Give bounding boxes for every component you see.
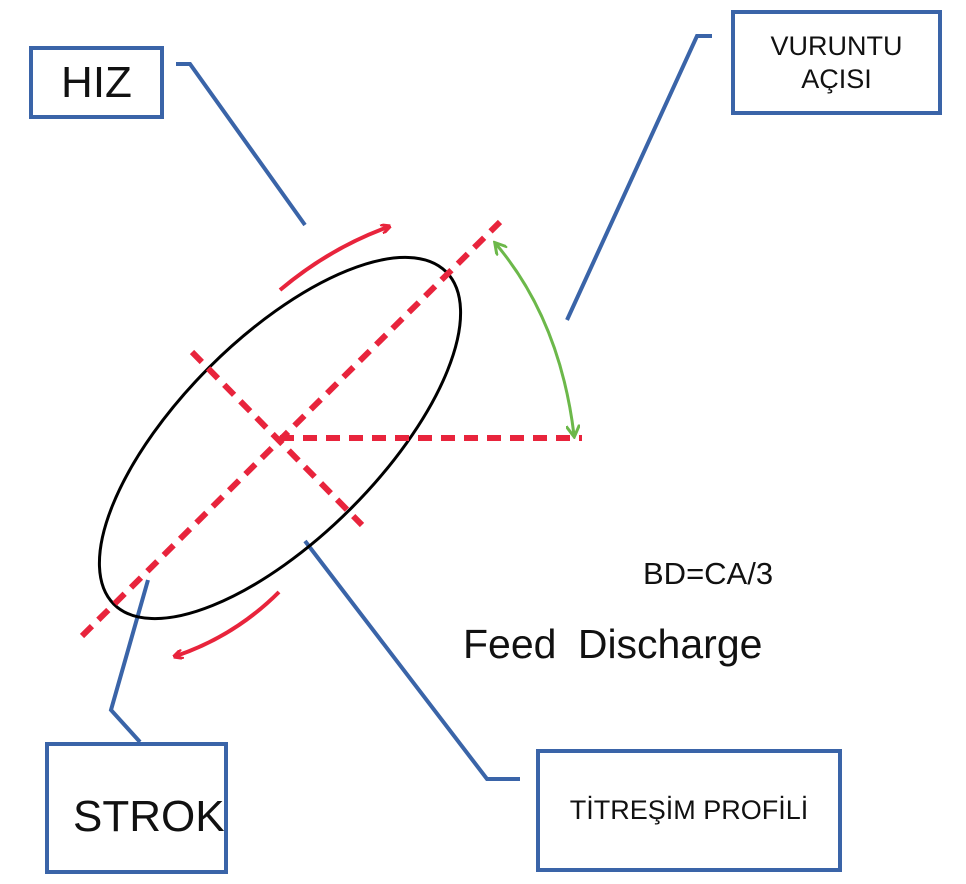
stroke-label-box: STROK	[45, 742, 228, 874]
speed-label: HIZ	[61, 57, 132, 107]
major-axis-dashed-line	[79, 219, 503, 639]
strike-angle-label-line1: VURUNTU	[770, 31, 903, 62]
vibration-profile-label-box: TİTREŞİM PROFİLİ	[536, 749, 842, 872]
rotation-arrow-top-icon	[278, 227, 388, 292]
speed-label-box: HIZ	[29, 46, 164, 119]
vuruntu-leader-line	[565, 34, 712, 321]
hiz-leader-line	[176, 62, 307, 227]
strok-leader-line	[108, 579, 150, 744]
rotation-arrow-bottom-icon	[176, 590, 281, 656]
vibration-profile-label: TİTREŞİM PROFİLİ	[569, 795, 809, 825]
formula-text: BD=CA/3	[643, 556, 774, 591]
stroke-label: STROK	[73, 792, 225, 841]
strike-angle-label-box: VURUNTU AÇISI	[731, 10, 942, 115]
minor-axis-dashed-line	[189, 349, 365, 528]
titresim-leader-line	[303, 539, 520, 781]
strike-angle-label-line2: AÇISI	[801, 63, 872, 94]
feed-discharge-text: Feed Discharge	[463, 621, 763, 667]
strike-angle-arc-icon	[496, 244, 574, 435]
